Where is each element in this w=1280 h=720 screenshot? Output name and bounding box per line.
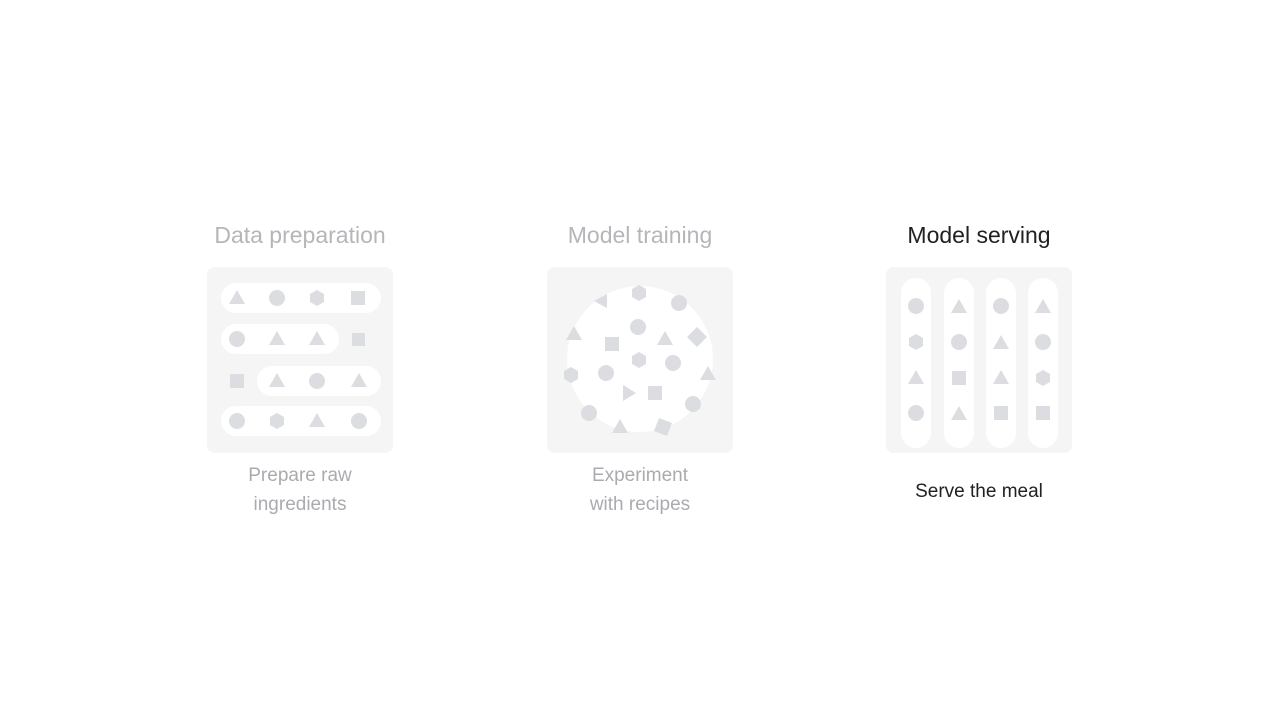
serving-columns-illustration <box>901 278 1058 448</box>
caption-line: with recipes <box>589 494 691 515</box>
stage-caption-data-preparation: Prepare raw ingredients <box>165 461 435 519</box>
caption-line: ingredients <box>253 494 347 515</box>
stage-title-model-training: Model training <box>567 222 713 248</box>
stage-caption-model-serving: Serve the meal <box>844 477 1114 506</box>
serving-columns-icon <box>886 267 1072 453</box>
data-rows-icon <box>207 267 393 453</box>
mixing-circle-illustration <box>564 285 716 436</box>
stage-title-data-preparation: Data preparation <box>214 222 386 248</box>
caption-line: Experiment <box>591 465 689 486</box>
data-rows-illustration <box>221 283 381 436</box>
stage-caption-model-training: Experiment with recipes <box>505 461 775 519</box>
caption-line: Serve the meal <box>915 481 1043 502</box>
mixing-circle-icon <box>547 267 733 453</box>
stage-title-model-serving: Model serving <box>907 222 1051 248</box>
caption-line: Prepare raw <box>248 465 352 486</box>
